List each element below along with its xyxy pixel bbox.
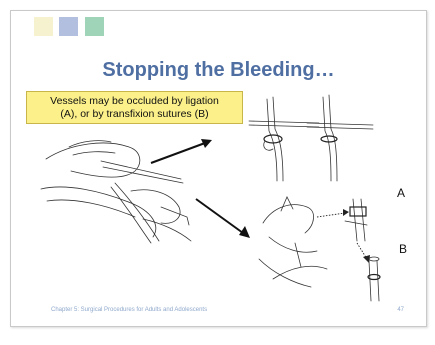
dotted-arrows bbox=[317, 209, 370, 263]
arrow-to-ligation bbox=[151, 139, 212, 163]
footer-text: Chapter 5: Surgical Procedures for Adult… bbox=[51, 307, 207, 313]
slide: Stopping the Bleeding… Vessels may be oc… bbox=[10, 10, 427, 327]
arrow-to-transfixion bbox=[196, 199, 250, 238]
transfixion-illustration bbox=[259, 197, 380, 301]
page-number: 47 bbox=[397, 307, 404, 313]
illustrations bbox=[11, 11, 426, 326]
ligation-illustration bbox=[249, 95, 373, 181]
label-a: A bbox=[397, 186, 405, 200]
label-b: B bbox=[399, 242, 407, 256]
